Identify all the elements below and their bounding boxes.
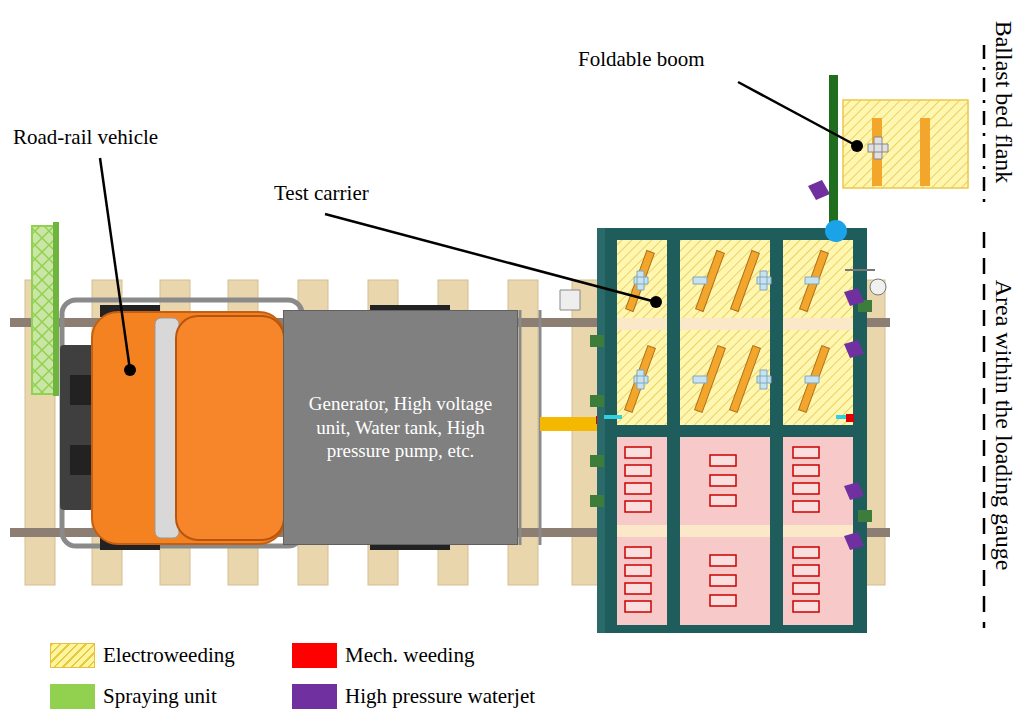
legend-text: Mech. weeding [345,643,474,668]
legend-swatch [50,684,95,709]
legend-swatch [292,643,337,668]
legend-swatch [292,684,337,709]
callout-label: Foldable boom [578,47,705,72]
region-label: Area within the loading gauge [991,280,1017,571]
callout-label: Test carrier [274,181,369,206]
legend-text: High pressure waterjet [345,684,535,709]
legend-text: Spraying unit [103,684,217,709]
callout-label: Road-rail vehicle [13,125,158,150]
legend-text: Electroweeding [103,643,235,668]
box-text: Generator, High voltage unit, Water tank… [293,392,508,463]
region-label: Ballast bed flank [991,21,1017,184]
equipment-box: Generator, High voltage unit, Water tank… [283,310,518,545]
legend-swatch [50,643,95,668]
